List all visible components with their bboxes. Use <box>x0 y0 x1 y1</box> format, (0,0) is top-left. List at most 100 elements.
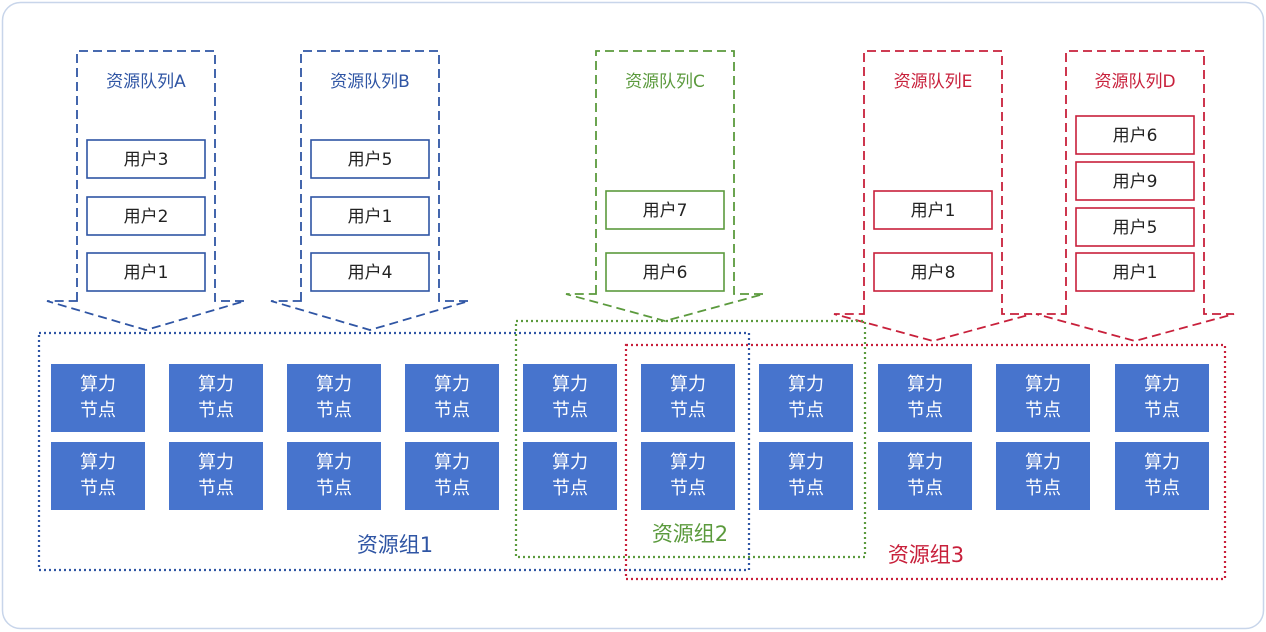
compute-node-label-line2: 节点 <box>316 400 352 421</box>
user-label: 用户1 <box>911 201 956 221</box>
compute-node-box <box>996 364 1090 432</box>
user-box <box>873 190 993 230</box>
compute-node-label-line2: 节点 <box>1144 400 1180 421</box>
user-box <box>1075 161 1195 201</box>
user-box <box>873 252 993 292</box>
user-box <box>1075 207 1195 247</box>
compute-node-label-line2: 节点 <box>907 478 943 499</box>
compute-node-label-line1: 算力 <box>316 374 352 395</box>
user-label: 用户1 <box>348 207 393 227</box>
user-box <box>605 252 725 292</box>
resource-group-1: 资源组1 <box>37 331 751 572</box>
compute-node-label-line2: 节点 <box>670 478 706 499</box>
user-label: 用户3 <box>124 150 169 170</box>
compute-node-label-line2: 节点 <box>1025 478 1061 499</box>
compute-node-label-line1: 算力 <box>1025 452 1061 473</box>
compute-node-label-line2: 节点 <box>788 400 824 421</box>
queue-title: 资源队列D <box>1094 72 1175 92</box>
user-label: 用户1 <box>1113 263 1158 283</box>
user-box <box>310 196 430 236</box>
compute-node-box <box>878 442 972 510</box>
compute-node-label-line1: 算力 <box>1144 452 1180 473</box>
compute-node-label-line2: 节点 <box>552 478 588 499</box>
compute-node-label-line2: 节点 <box>1025 400 1061 421</box>
user-box <box>1075 252 1195 292</box>
compute-node-label-line1: 算力 <box>670 452 706 473</box>
compute-node-box <box>51 442 145 510</box>
compute-node-label-line2: 节点 <box>80 400 116 421</box>
compute-node-label-line1: 算力 <box>80 374 116 395</box>
user-box <box>86 196 206 236</box>
compute-node-label-line2: 节点 <box>434 400 470 421</box>
resource-group-boundary <box>37 331 751 572</box>
compute-node-label-line1: 算力 <box>434 452 470 473</box>
compute-node-label-line2: 节点 <box>552 400 588 421</box>
compute-node-label-line2: 节点 <box>434 478 470 499</box>
user-box <box>605 190 725 230</box>
compute-node-label-line2: 节点 <box>1144 478 1180 499</box>
queue-title: 资源队列C <box>625 72 705 92</box>
user-box <box>86 252 206 292</box>
user-label: 用户2 <box>124 207 169 227</box>
resource-group-label: 资源组1 <box>357 533 433 557</box>
compute-node-box <box>405 442 499 510</box>
compute-node-label-line2: 节点 <box>316 478 352 499</box>
queue-title: 资源队列B <box>330 72 410 92</box>
compute-node-label-line1: 算力 <box>434 374 470 395</box>
compute-node-box <box>523 442 617 510</box>
user-box <box>310 139 430 179</box>
compute-node-label-line1: 算力 <box>552 374 588 395</box>
user-label: 用户7 <box>643 201 688 221</box>
user-label: 用户1 <box>124 263 169 283</box>
compute-nodes: 算力节点算力节点算力节点算力节点算力节点算力节点算力节点算力节点算力节点算力节点… <box>51 364 1209 510</box>
compute-node-label-line2: 节点 <box>670 400 706 421</box>
compute-node-label-line1: 算力 <box>907 374 943 395</box>
compute-node-label-line1: 算力 <box>1025 374 1061 395</box>
compute-node-label-line1: 算力 <box>907 452 943 473</box>
compute-node-box <box>523 364 617 432</box>
compute-node-box <box>1115 364 1209 432</box>
compute-node-label-line1: 算力 <box>788 374 824 395</box>
resource-group-label: 资源组3 <box>888 543 964 567</box>
user-label: 用户6 <box>1113 126 1158 146</box>
resource-group-3: 资源组3 <box>624 343 1227 581</box>
compute-node-box <box>759 442 853 510</box>
resource-group-label: 资源组2 <box>652 522 728 546</box>
queue-title: 资源队列E <box>894 72 973 92</box>
compute-node-box <box>641 364 735 432</box>
compute-node-label-line1: 算力 <box>788 452 824 473</box>
compute-node-box <box>405 364 499 432</box>
user-label: 用户4 <box>348 263 393 283</box>
compute-node-box <box>641 442 735 510</box>
user-label: 用户9 <box>1113 172 1158 192</box>
compute-node-label-line1: 算力 <box>670 374 706 395</box>
compute-node-label-line2: 节点 <box>198 478 234 499</box>
user-box <box>310 252 430 292</box>
compute-node-label-line2: 节点 <box>198 400 234 421</box>
user-box <box>1075 115 1195 155</box>
compute-node-box <box>169 442 263 510</box>
